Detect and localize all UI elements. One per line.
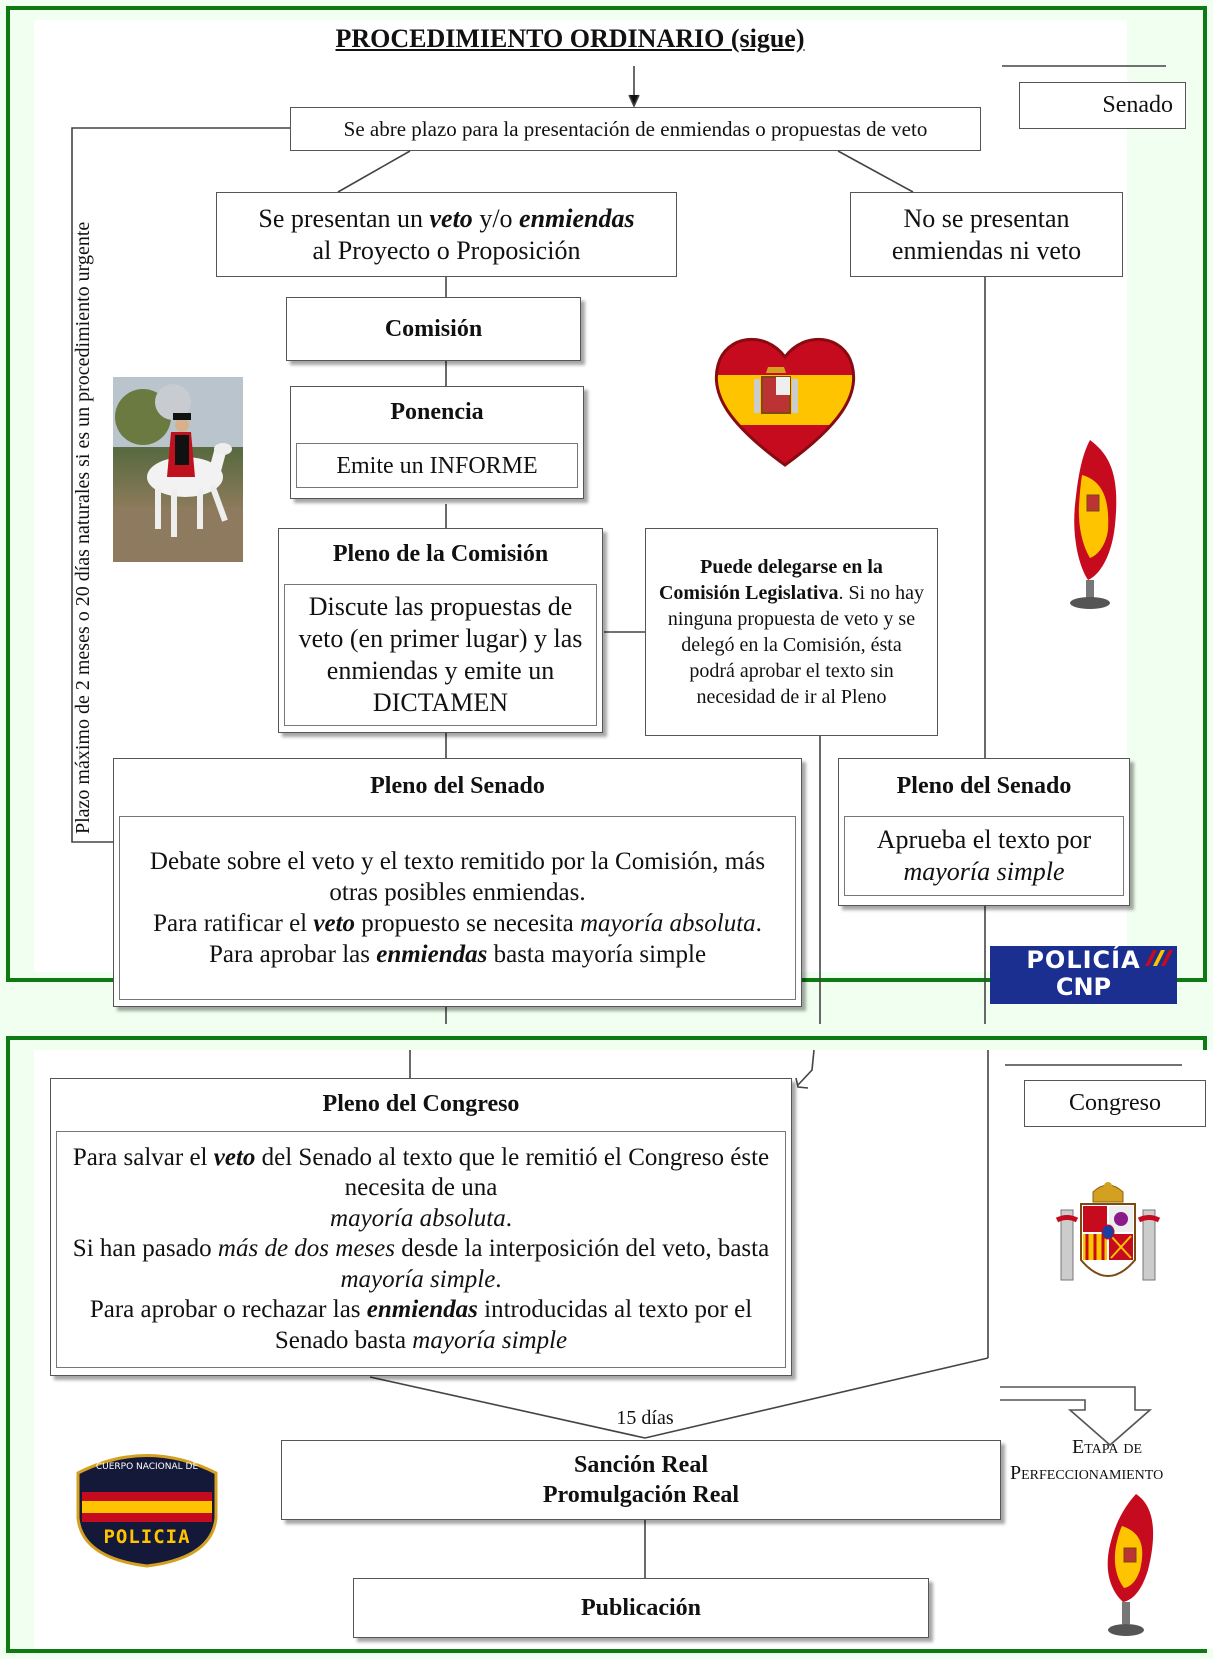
pleno-comision-box: Pleno de la Comisión Discute las propues… [278,528,603,733]
spanish-flag-stand-icon [1060,435,1130,615]
pleno-congreso-title: Pleno del Congreso [322,1091,520,1117]
plazo-box: Se abre plazo para la presentación de en… [290,107,981,151]
policia-cnp-logo-line1: POLICÍA [1026,946,1141,974]
sancion-box: Sanción Real Promulgación Real [281,1440,1001,1520]
publicacion-box: Publicación [353,1578,929,1638]
senado-label: Senado [1019,82,1186,129]
policia-cnp-logo: POLICÍA CNP [990,946,1177,1004]
spanish-flag-stand-icon-bottom [1098,1490,1168,1650]
pleno-congreso-box: Pleno del Congreso Para salvar el veto d… [50,1078,792,1376]
pleno-congreso-text: Para salvar el veto del Senado al texto … [56,1131,786,1368]
ponencia-title: Ponencia [390,399,484,425]
policia-cnp-logo-line2: CNP [1055,973,1112,1001]
ponencia-text: Emite un INFORME [296,443,578,488]
policia-badge-top-text: CUERPO NACIONAL DE [95,1462,199,1472]
ponencia-box: Ponencia Emite un INFORME [290,386,584,499]
pleno-comision-title: Pleno de la Comisión [332,541,549,567]
congreso-label: Congreso [1024,1080,1206,1127]
se-presentan-box: Se presentan un veto y/o enmiendas al Pr… [216,192,677,277]
pleno-comision-text: Discute las propuestas de veto (en prime… [284,584,597,726]
etapa-label: Etapa de Perfeccionamiento [1010,1434,1213,1486]
etapa-label-line2: Perfeccionamiento [1010,1462,1164,1484]
delegar-box: Puede delegarse en la Comisión Legislati… [645,528,938,736]
etapa-label-line1: Etapa de [1072,1436,1143,1458]
policia-badge-bottom-text: POLICIA [103,1526,191,1548]
no-se-presentan-box: No se presentan enmiendas ni veto [850,192,1123,277]
pleno-senado-right-title: Pleno del Senado [896,773,1072,799]
coat-of-arms-icon [1053,1180,1163,1300]
comision-box: Comisión [286,297,581,361]
policia-badge-icon: CUERPO NACIONAL DE POLICIA [72,1448,222,1568]
page-title: PROCEDIMIENTO ORDINARIO (sigue) [335,24,805,53]
pleno-senado-left-title: Pleno del Senado [370,773,545,799]
pleno-senado-right-text: Aprueba el texto por mayoría simple [844,816,1124,896]
heart-flag-icon [710,325,860,470]
pleno-senado-left-text: Debate sobre el veto y el texto remitido… [119,816,796,1000]
quince-dias-label: 15 días [616,1407,674,1429]
pleno-senado-left-box: Pleno del Senado Debate sobre el veto y … [113,758,802,1007]
horse-rider-photo [113,377,243,562]
pleno-senado-right-box: Pleno del Senado Aprueba el texto por ma… [838,758,1130,906]
